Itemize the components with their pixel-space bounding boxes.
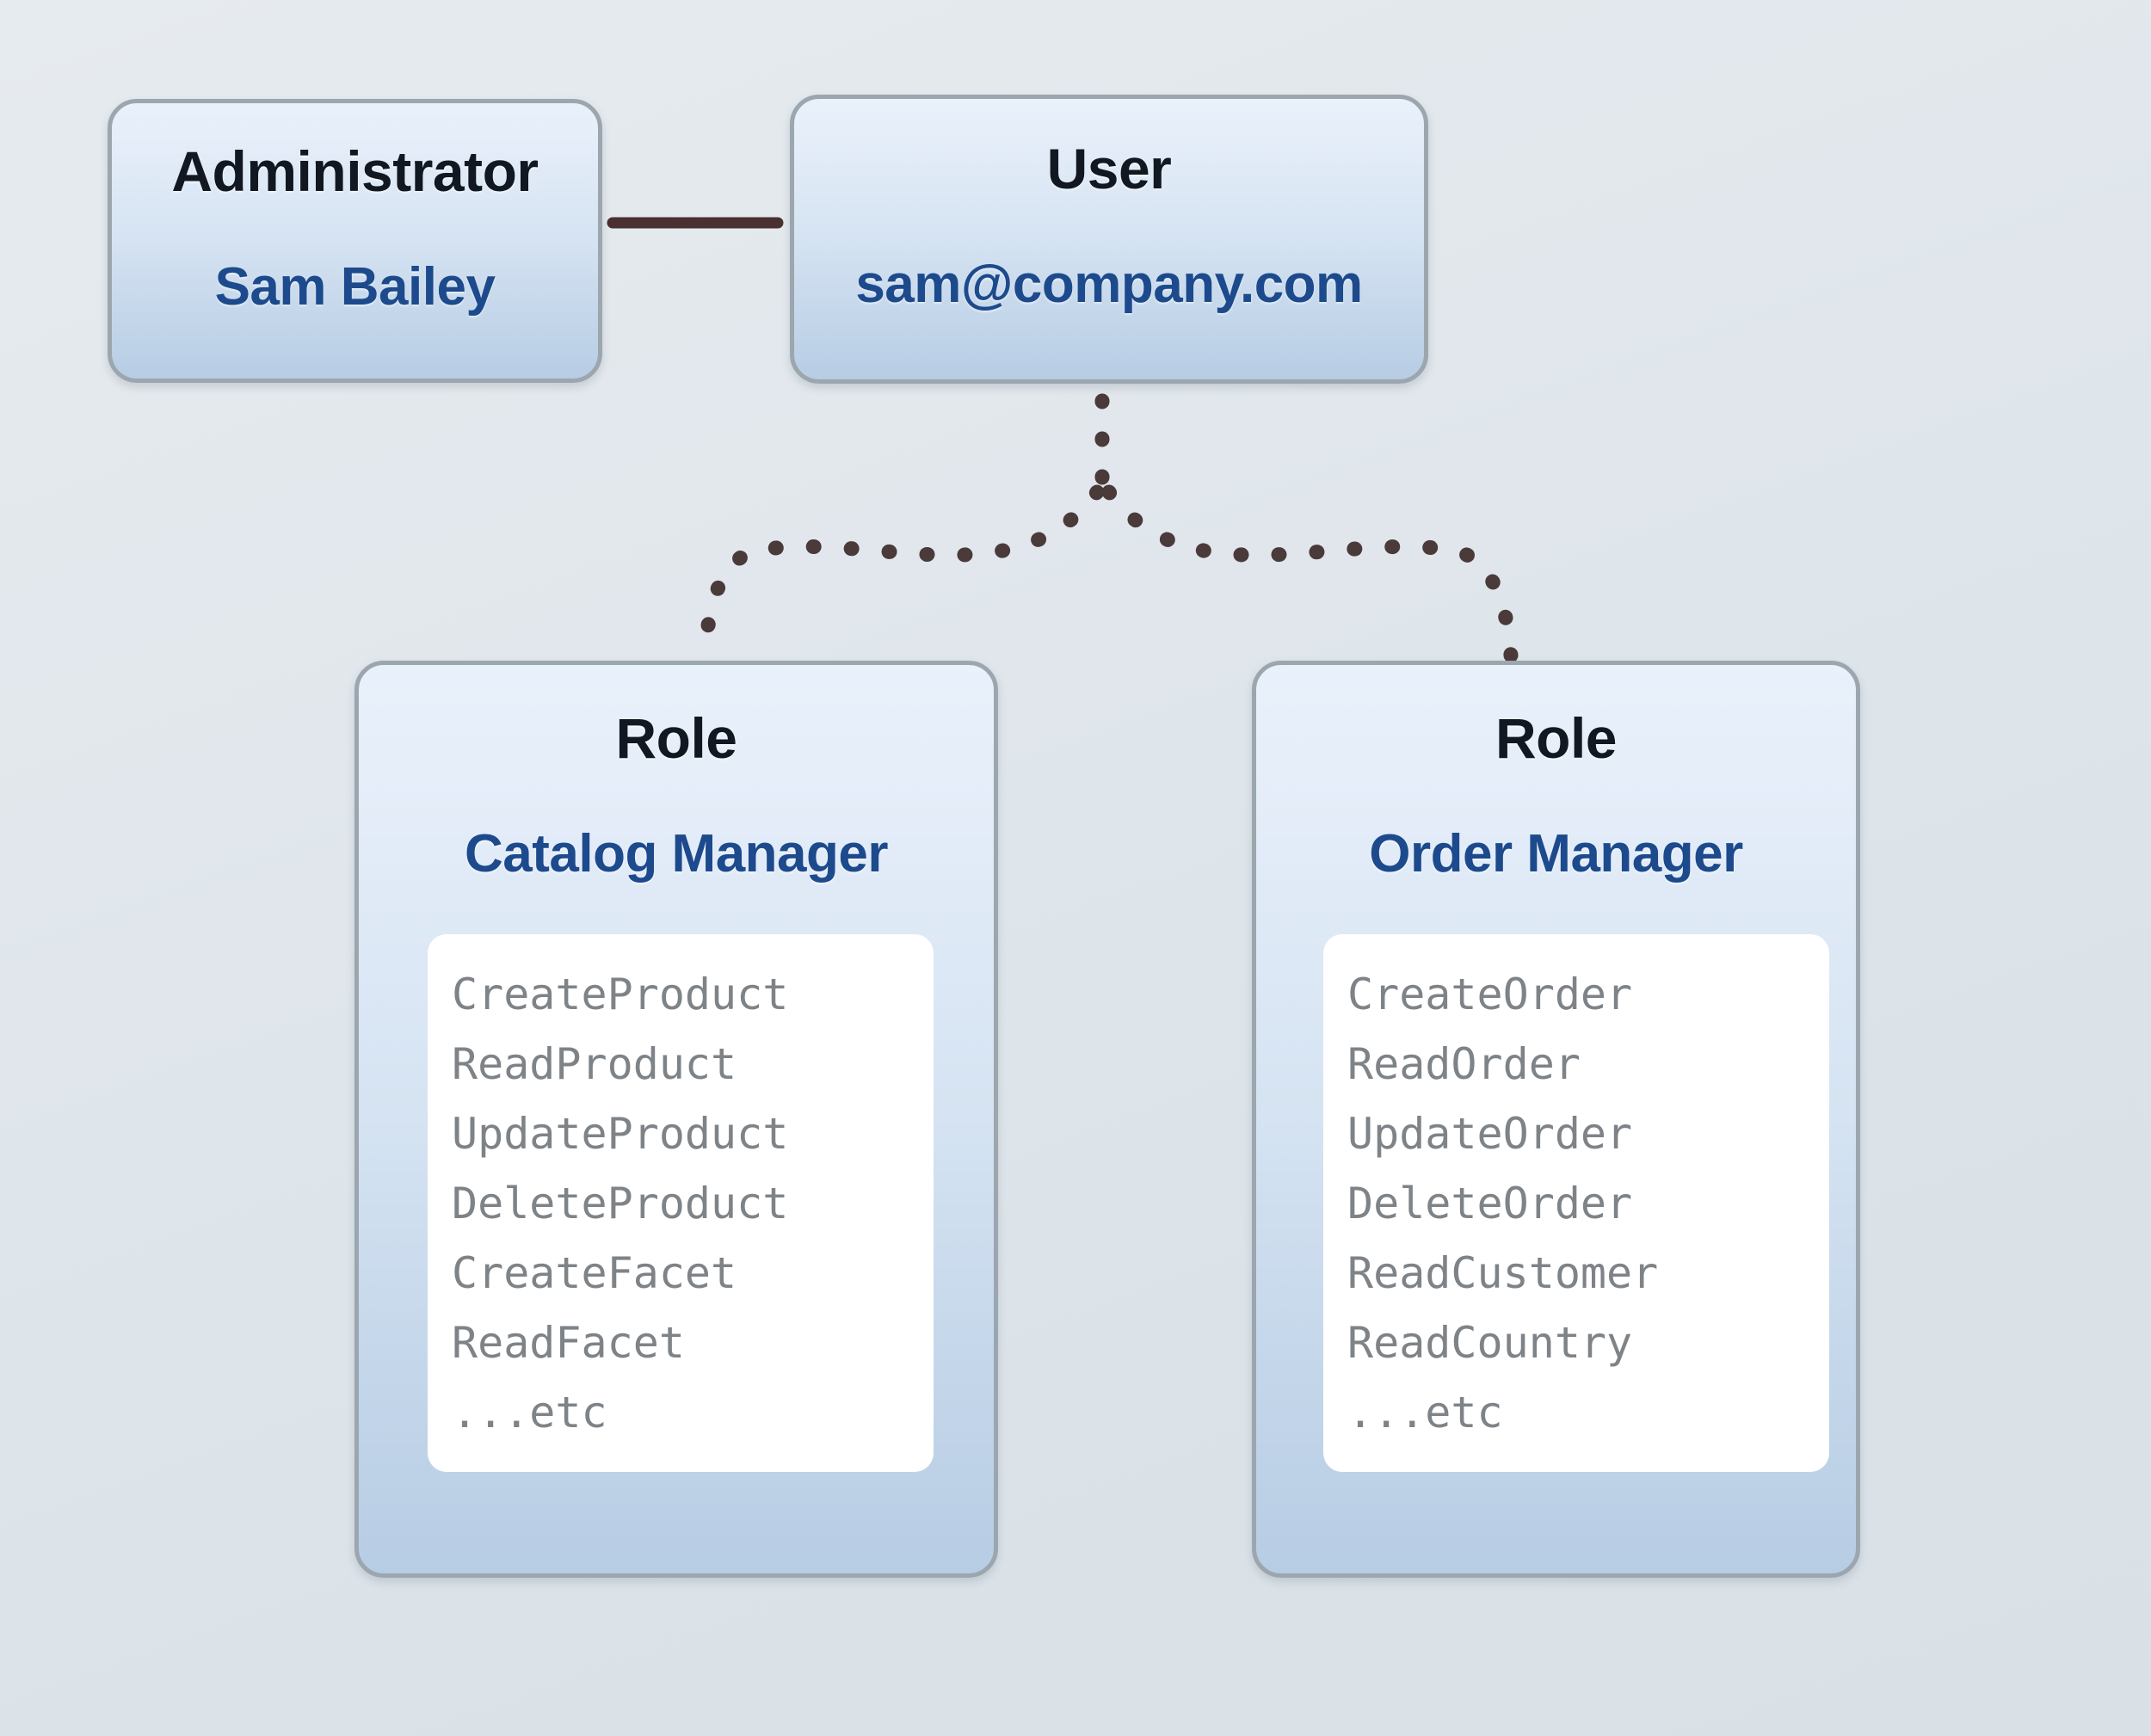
administrator-type-label: Administrator: [171, 139, 539, 203]
permission-item: ReadFacet: [452, 1318, 685, 1368]
administrator-node[interactable]: Administrator Sam Bailey: [108, 99, 602, 383]
permission-item: ReadCustomer: [1347, 1248, 1659, 1298]
role-name-label: Order Manager: [1369, 824, 1743, 883]
administrator-name-label: Sam Bailey: [214, 257, 496, 317]
permission-item: CreateProduct: [452, 970, 789, 1019]
permission-item: ...etc: [452, 1388, 607, 1437]
role-type-label: Role: [1495, 706, 1618, 770]
permission-item: CreateOrder: [1347, 970, 1633, 1019]
role-name-label: Catalog Manager: [464, 824, 889, 883]
permission-item: DeleteOrder: [1347, 1179, 1633, 1228]
permission-item: ...etc: [1347, 1388, 1503, 1437]
role-node-order-manager[interactable]: Role Order Manager CreateOrder ReadOrder…: [1252, 661, 1860, 1578]
user-node[interactable]: User sam@company.com: [790, 95, 1428, 384]
permission-item: DeleteProduct: [452, 1179, 789, 1228]
permission-item: ReadProduct: [452, 1039, 737, 1089]
role-node-catalog-manager[interactable]: Role Catalog Manager CreateProduct ReadP…: [354, 661, 998, 1578]
permission-item: ReadCountry: [1347, 1318, 1633, 1368]
edge-user-to-order-manager: [1101, 484, 1519, 663]
user-type-label: User: [1046, 137, 1172, 200]
permission-item: CreateFacet: [452, 1248, 737, 1298]
permission-panel: CreateOrder ReadOrder UpdateOrder Delete…: [1323, 934, 1829, 1472]
edge-user-to-catalog-manager: [698, 484, 1105, 663]
permission-item: UpdateProduct: [452, 1109, 789, 1159]
role-type-label: Role: [615, 706, 737, 770]
user-email-label: sam@company.com: [855, 255, 1363, 314]
permission-item: ReadOrder: [1347, 1039, 1581, 1089]
permission-item: UpdateOrder: [1347, 1109, 1633, 1159]
permission-panel: CreateProduct ReadProduct UpdateProduct …: [428, 934, 934, 1472]
